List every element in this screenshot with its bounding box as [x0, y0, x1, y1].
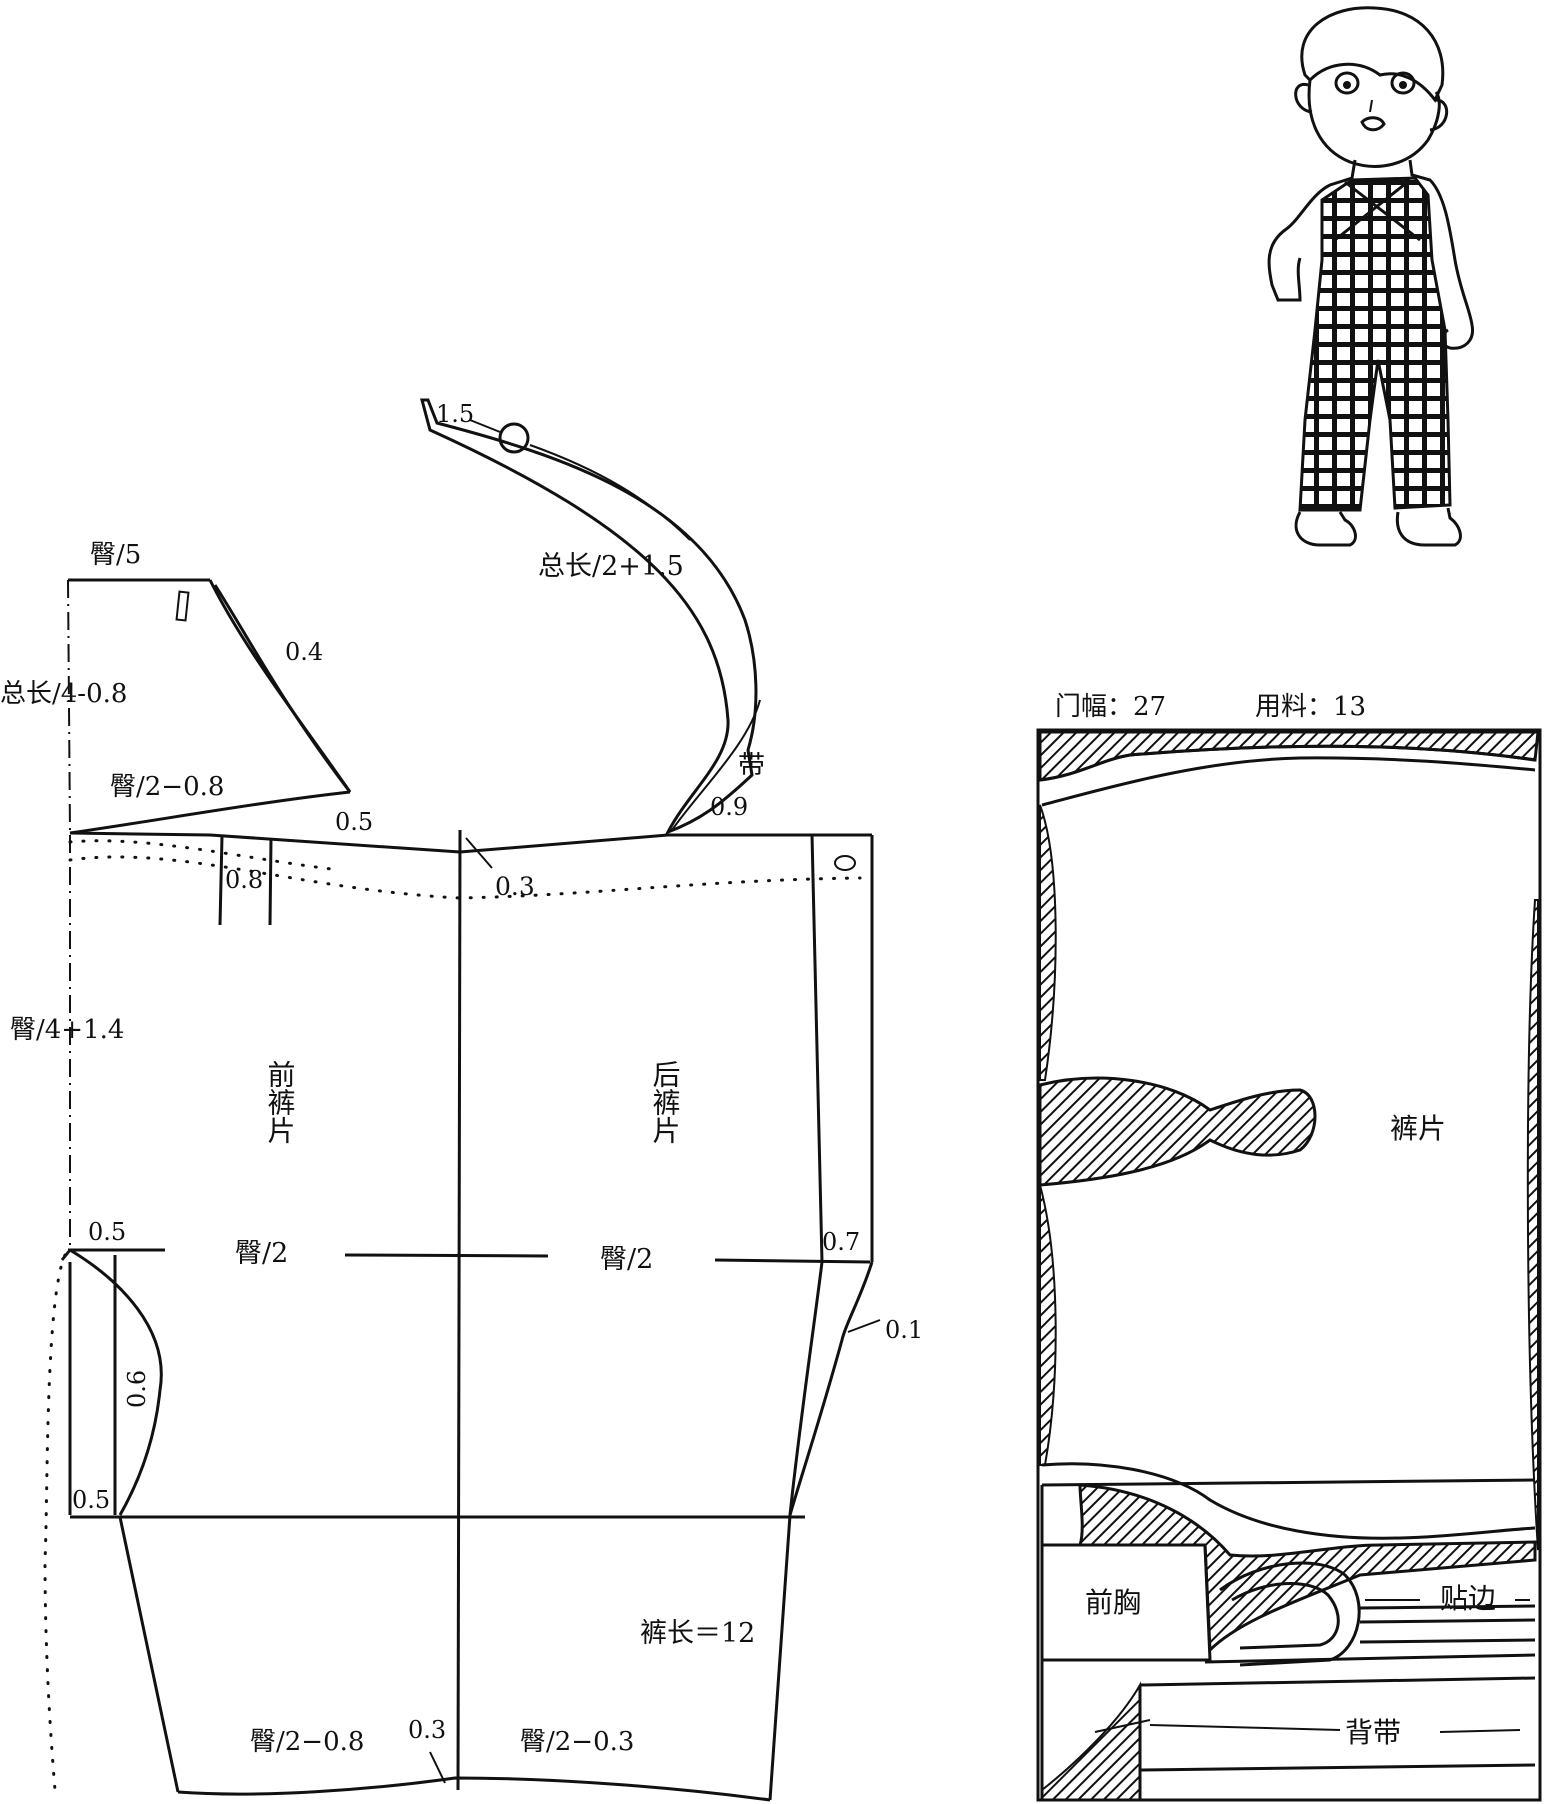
fabric-strap-label: 背带: [1345, 1716, 1401, 1749]
hem-front-label: 臀/2−0.8: [250, 1727, 364, 1757]
strap-outline: [420, 398, 758, 835]
child-overalls-illustration: [1267, 6, 1475, 547]
child-right-shoe: [1395, 507, 1462, 547]
front-dart-left: [218, 835, 224, 926]
fabric-width-label: 门幅：27: [1055, 692, 1166, 722]
strap-width-label: 0.9: [710, 793, 748, 821]
dart-width-label: 0.8: [225, 866, 263, 894]
bib-height-label: 总长/4-0.8: [0, 679, 127, 709]
fabric-facing-loop: [1219, 1561, 1361, 1667]
fabric-frame: [1036, 728, 1542, 1802]
hem-mid-label: 0.3: [408, 1716, 446, 1744]
child-face: [1307, 79, 1441, 168]
waist-drop-label: 0.3: [495, 872, 535, 901]
side-in-label: 0.7: [822, 1228, 860, 1256]
bib-bottom-label: 臀/2−0.8: [110, 772, 224, 802]
fabric-facing-label: 贴边: [1440, 1582, 1496, 1615]
child-right-eye: [1390, 71, 1416, 95]
center-divider: [456, 829, 462, 1791]
bib-width-label: 臀/5: [90, 540, 141, 570]
strap-piece: 1.5 总长/2+1.5 带 0.9: [420, 398, 765, 835]
fabric-usage-label: 用料：13: [1255, 692, 1366, 722]
back-piece-label: 后裤片: [649, 1060, 682, 1144]
hip-depth-label: 臀/4+1.4: [10, 1015, 124, 1045]
strap-buttonhole: [498, 422, 530, 454]
pants-pieces: 0.3 0.8 臀/4+1.4 前裤片 后裤片 臀/2 臀/2 0.7 0.1 …: [10, 829, 923, 1802]
strap-name-label: 带: [738, 751, 765, 782]
crotch-depth-label: 0.6: [123, 1370, 151, 1408]
waist-button: [834, 855, 856, 871]
strap-tip-label: 1.5: [436, 400, 474, 428]
front-piece-label: 前裤片: [264, 1060, 297, 1144]
hem-line: [177, 1776, 771, 1802]
side-curve-label: 0.1: [885, 1316, 923, 1344]
bib-dip-label: 0.5: [335, 808, 373, 836]
child-overalls: [1298, 176, 1452, 512]
crotch-bottom-label: 0.5: [72, 1486, 110, 1514]
fabric-crotch-shape: [1038, 1076, 1317, 1187]
crotch-top-label: 0.5: [88, 1218, 126, 1246]
fabric-layout-panel: 门幅：27 用料：13 裤片 前胸 贴边: [1036, 692, 1542, 1802]
back-hip-label: 臀/2: [600, 1244, 653, 1275]
child-left-shoe: [1294, 511, 1357, 547]
front-dart-right: [268, 837, 273, 926]
hem-back-label: 臀/2−0.3: [520, 1727, 634, 1757]
fabric-pants-label: 裤片: [1390, 1112, 1446, 1145]
strap-length-label: 总长/2+1.5: [538, 551, 684, 582]
child-left-eye: [1334, 71, 1360, 95]
bib-dart-label: 0.4: [285, 638, 323, 666]
pant-length-label: 裤长＝12: [640, 1618, 755, 1649]
front-hip-label: 臀/2: [235, 1238, 288, 1269]
bib-piece: 臀/5 总长/4-0.8 0.4 臀/2−0.8 0.5: [0, 540, 373, 836]
fabric-front-chest-label: 前胸: [1085, 1586, 1141, 1619]
child-hair: [1300, 6, 1445, 103]
bib-pocket-mark: [175, 590, 190, 622]
child-mouth: [1360, 116, 1386, 132]
